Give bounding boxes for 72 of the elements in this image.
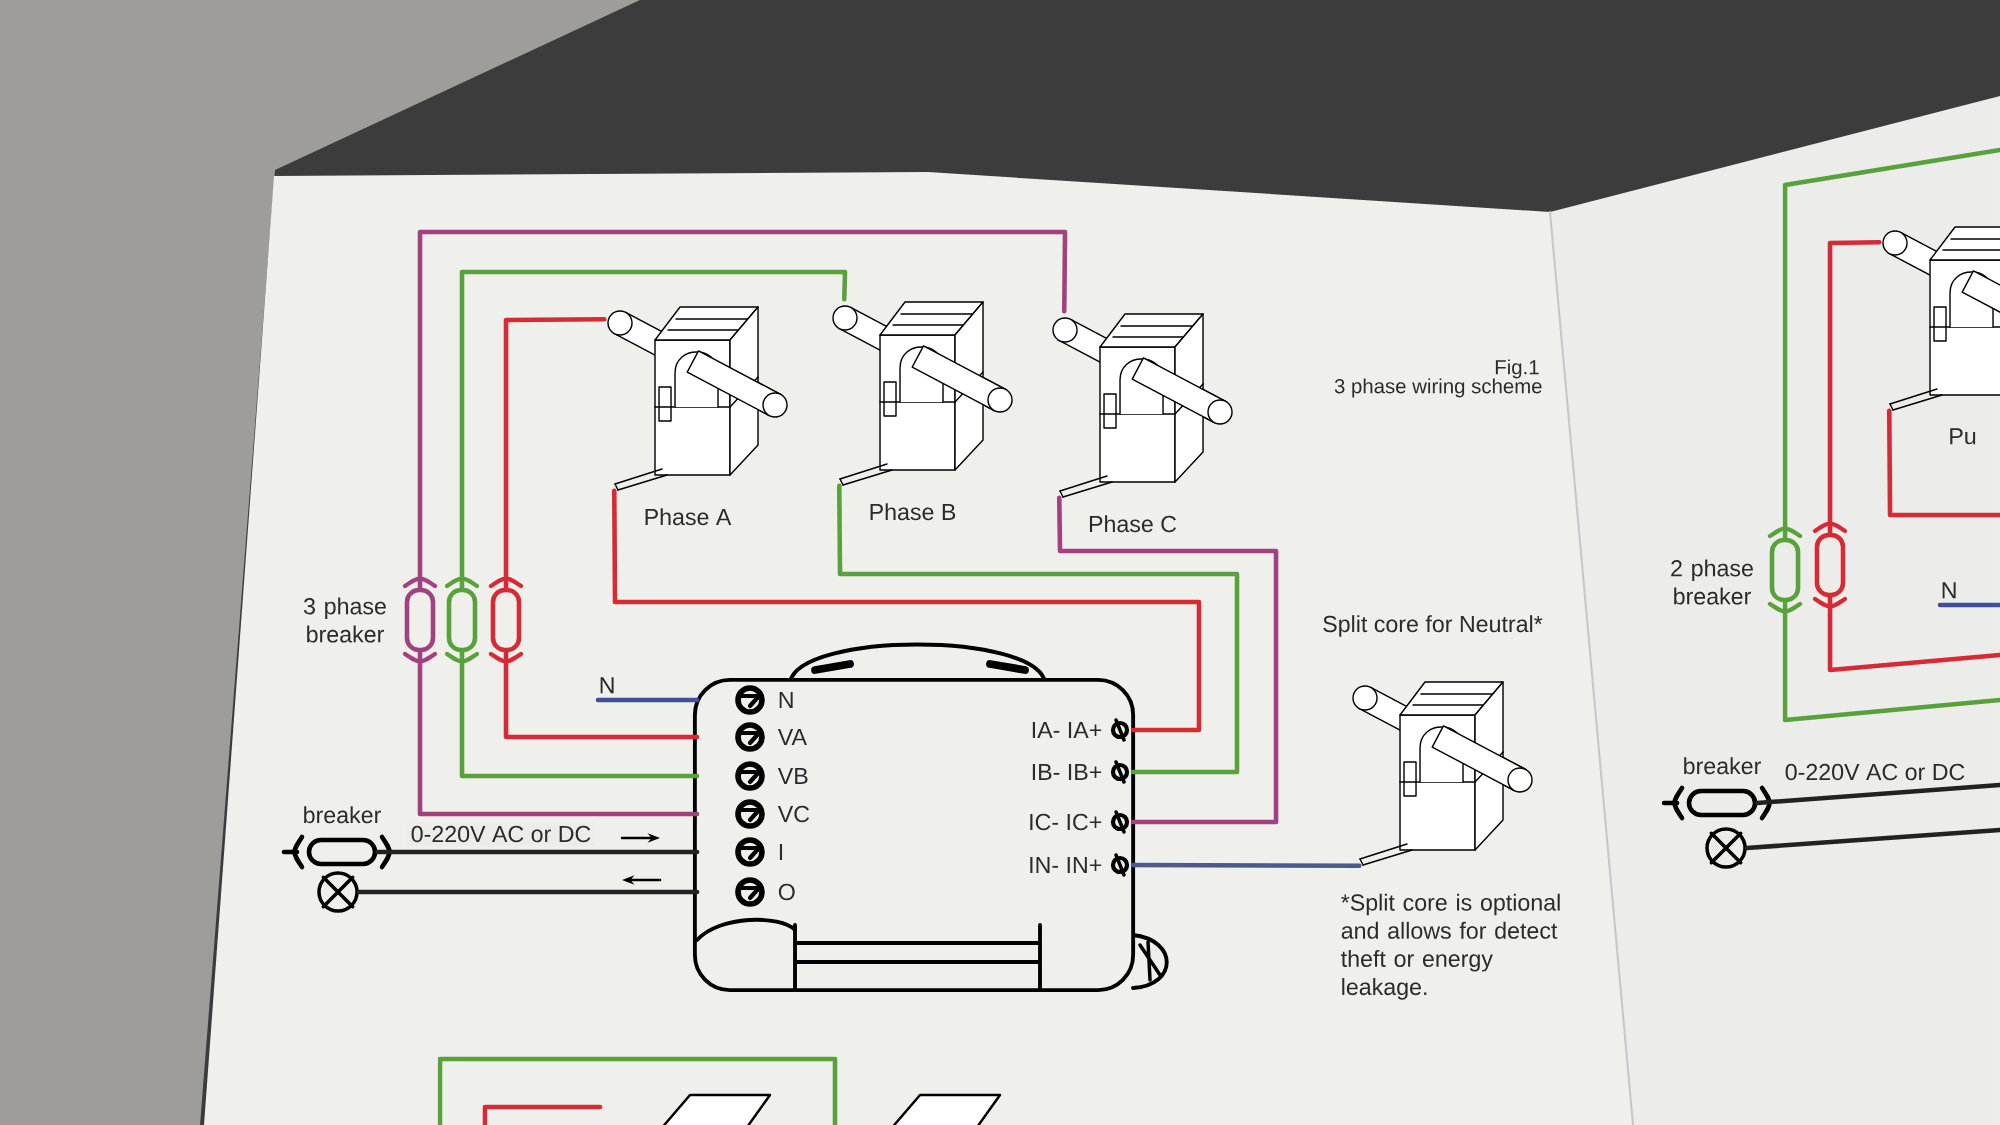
- node-label: VC: [777, 805, 810, 823]
- terminal: VA: [735, 722, 807, 752]
- terminal: VC: [735, 799, 810, 829]
- wire: [1782, 600, 2000, 723]
- wire: [375, 849, 700, 855]
- wire: [1782, 147, 2000, 540]
- node-label: IA- IA+: [1032, 721, 1102, 738]
- wire-label: N: [600, 677, 614, 694]
- terminal: IA- IA+: [1032, 718, 1130, 742]
- terminal: IB- IB+: [1032, 760, 1130, 784]
- node-label: Phase B: [870, 503, 956, 521]
- wire: [459, 650, 700, 779]
- edge-label: 0-220V AC or DC: [407, 822, 595, 846]
- terminal: IN- IN+: [1030, 853, 1130, 877]
- wire: [1887, 408, 2000, 518]
- node-label: VB: [777, 767, 808, 784]
- current-transformer: Pu: [1882, 226, 2000, 445]
- figure-title: 3 phase wiring scheme: [1334, 378, 1542, 398]
- circuit-breaker: [488, 576, 524, 664]
- wire: [611, 488, 1202, 733]
- wire: [1937, 602, 2000, 608]
- wire: [503, 316, 607, 590]
- wire: [356, 889, 700, 895]
- wire: [1744, 827, 2000, 851]
- breaker-label: 3 phase breaker: [303, 597, 386, 643]
- edge-label: 0-220V AC or DC: [1781, 760, 1969, 784]
- circuit-breaker: [1812, 521, 1848, 609]
- terminal: O: [735, 877, 795, 907]
- current-transformer: Phase B: [832, 301, 1013, 521]
- circuit-breaker: [444, 576, 480, 664]
- wire: [1827, 239, 1882, 535]
- lamp-symbol: [317, 871, 359, 913]
- wire: [1755, 782, 2000, 806]
- circuit-breaker: [402, 576, 438, 664]
- wire: [1130, 862, 1362, 869]
- node-label: Split core for Neutral*: [1323, 615, 1543, 637]
- node-label: IC- IC+: [1030, 813, 1102, 831]
- node-label: O: [778, 883, 795, 901]
- node-label: IB- IB+: [1032, 763, 1102, 780]
- node-label: I: [779, 843, 783, 860]
- terminal: VB: [735, 761, 808, 791]
- figure-number: Fig.1: [1495, 359, 1539, 379]
- node-label: breaker: [304, 806, 381, 824]
- node-label: breaker: [1684, 757, 1761, 775]
- breaker-label: 2 phase breaker: [1671, 559, 1753, 605]
- circuit-breaker: breaker: [281, 806, 392, 870]
- node-label: Phase A: [645, 508, 732, 526]
- lamp-symbol: [1705, 827, 1747, 869]
- wire: [595, 697, 700, 703]
- terminal: IC- IC+: [1030, 810, 1130, 834]
- current-transformer: Phase A: [607, 306, 788, 526]
- wire: [417, 229, 1068, 590]
- node-label: N: [779, 691, 793, 708]
- meter-drawing: [692, 642, 1169, 992]
- node-label: Phase C: [1089, 515, 1177, 533]
- wire: [1056, 495, 1279, 825]
- wire: [836, 483, 1240, 775]
- circuit-breaker: [1767, 526, 1803, 614]
- wire-label: N: [1942, 582, 1956, 599]
- current-transformer: Split core for Neutral*: [1323, 615, 1543, 866]
- circuit-breaker: breaker: [1661, 757, 1772, 821]
- wire: [1827, 595, 2000, 673]
- terminal: I: [735, 837, 783, 867]
- current-transformer: Phase C: [1052, 313, 1233, 533]
- node-label: VA: [777, 728, 807, 745]
- wire: [417, 650, 700, 817]
- note-text: *Split core is optional and allows for detect theft or energy leakage.: [1341, 893, 1560, 1000]
- wire: [459, 269, 848, 590]
- wire: [503, 650, 700, 740]
- terminal: N: [735, 685, 793, 715]
- node-label: Pu: [1950, 428, 1976, 445]
- node-label: IN- IN+: [1030, 856, 1102, 873]
